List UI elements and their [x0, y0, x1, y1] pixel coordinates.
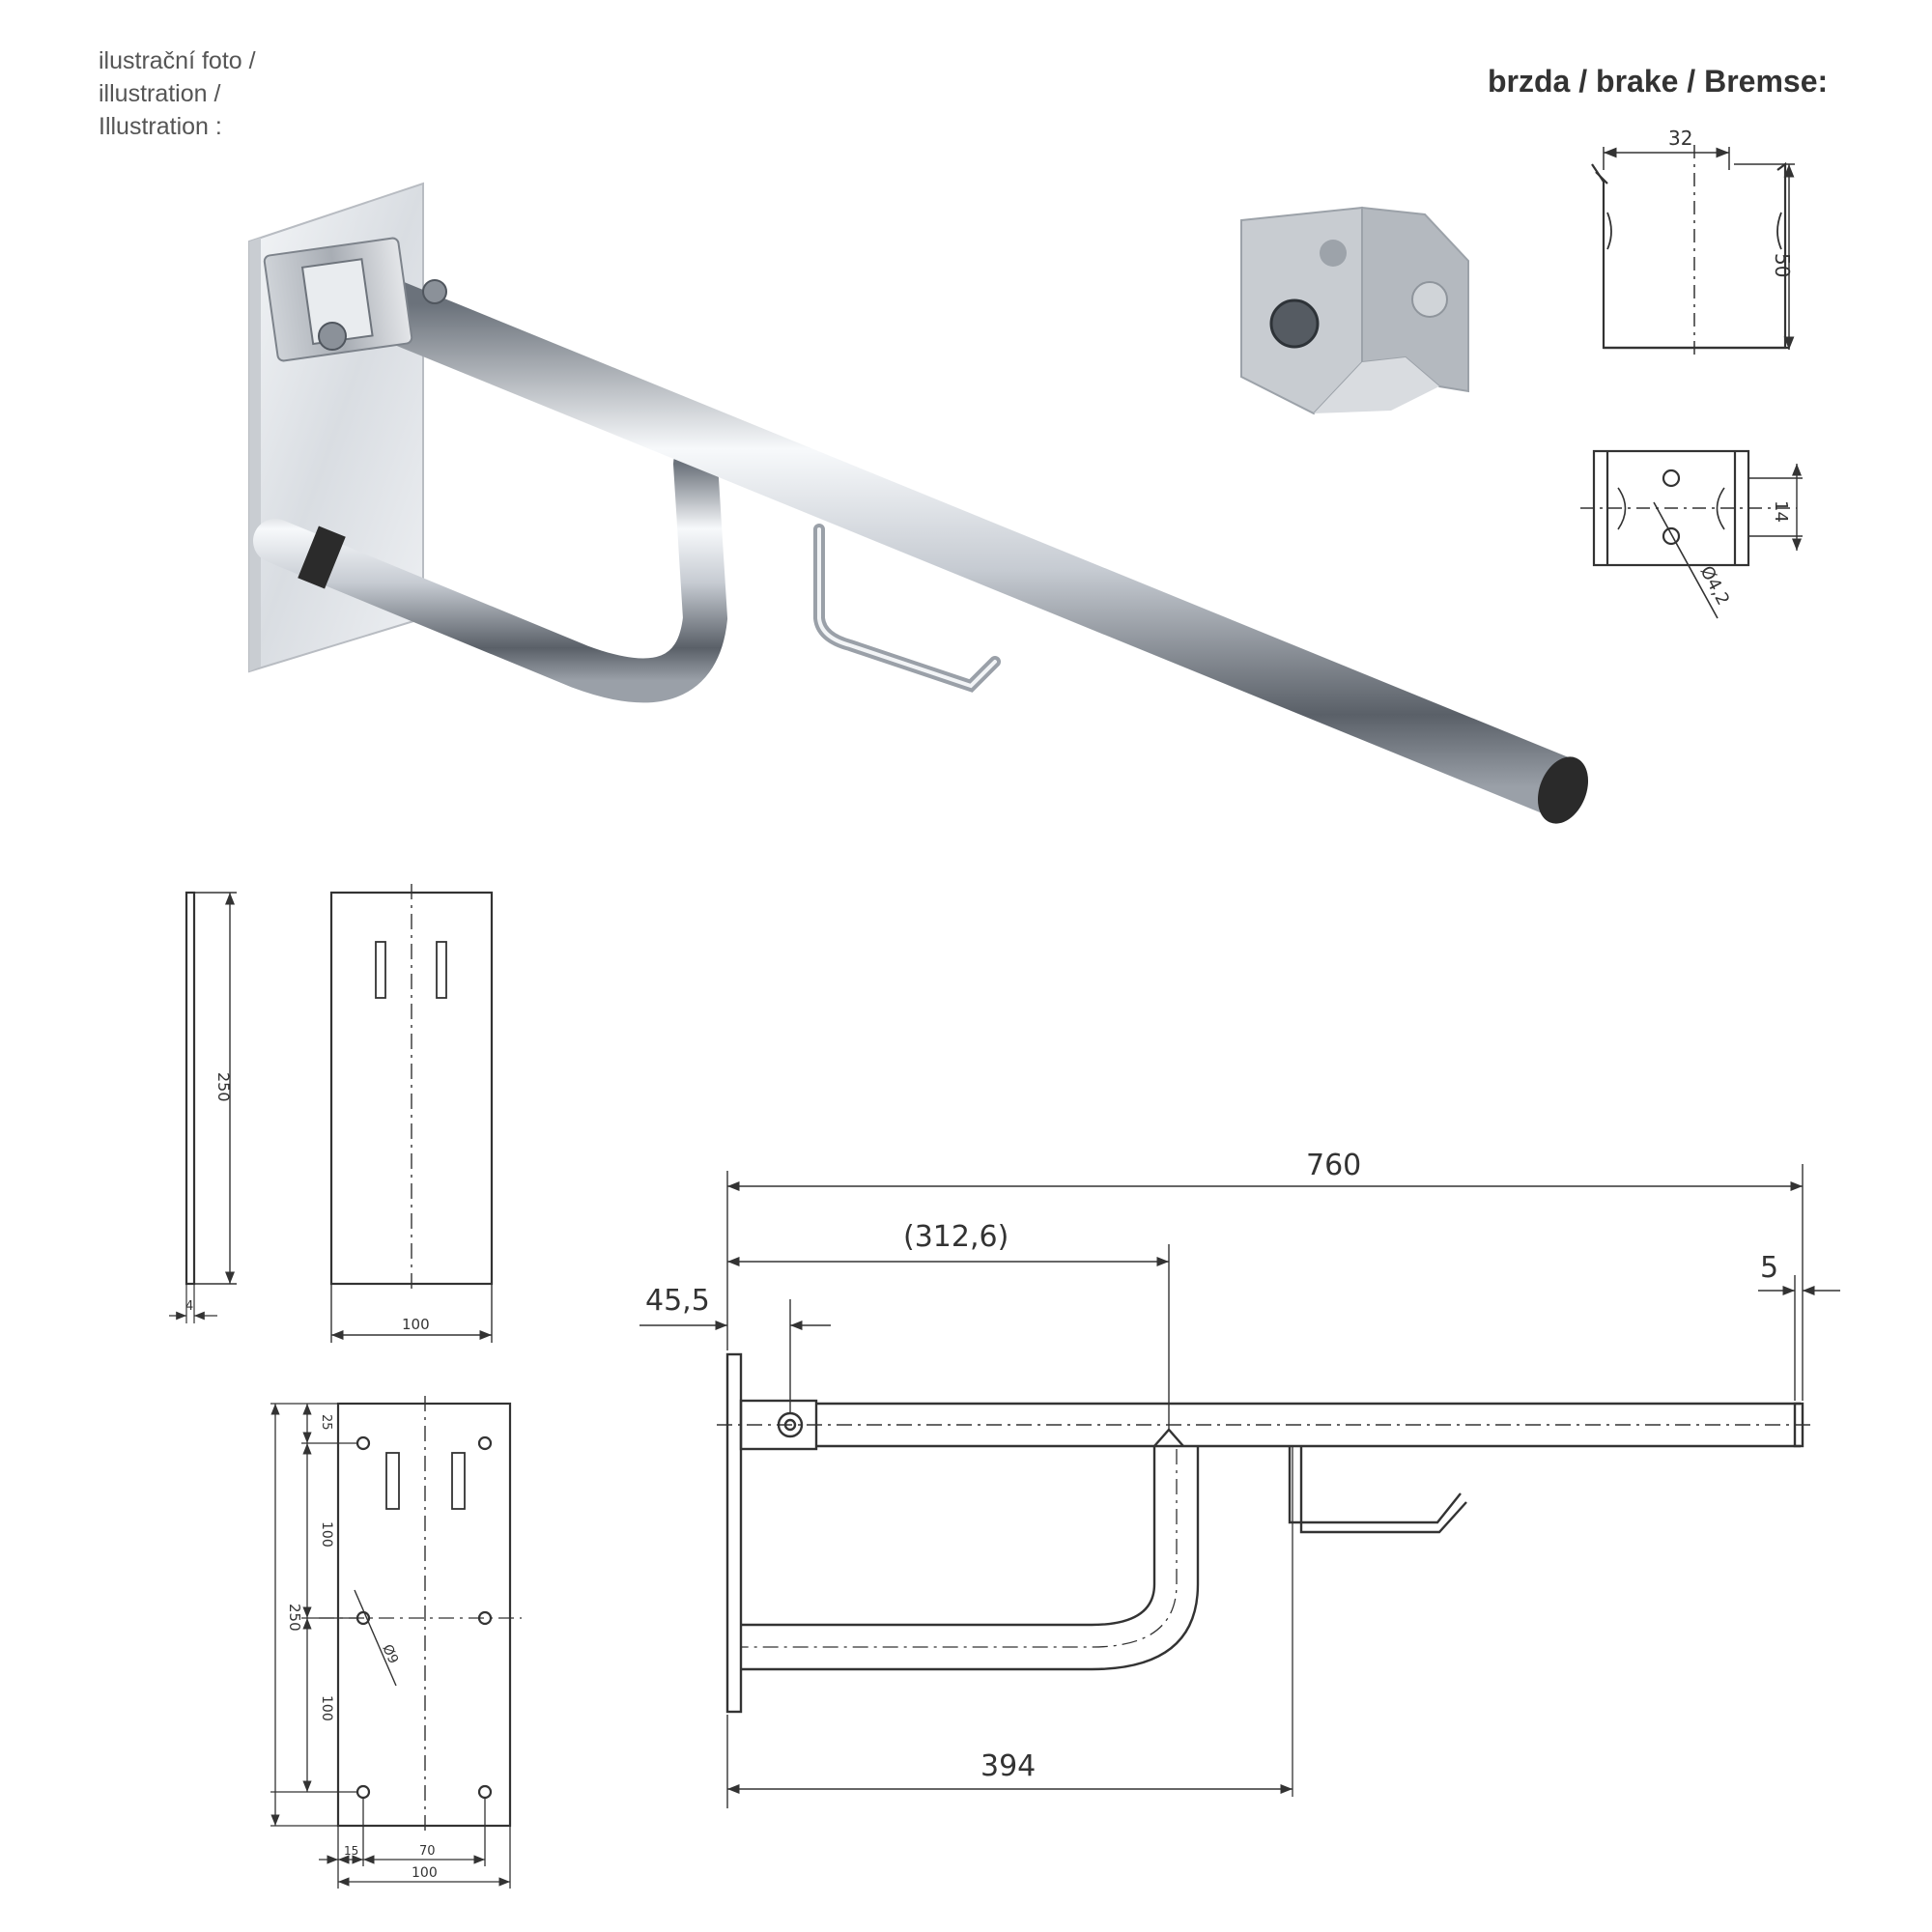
- main-arm: [364, 275, 1573, 816]
- rubber-buffer: [298, 526, 346, 589]
- side-wall-plate: [725, 1352, 743, 1714]
- dim-mount-hole-dia: Ø9: [379, 1642, 401, 1666]
- plate-side-view: [169, 891, 237, 1323]
- mount-hole: [477, 1784, 493, 1800]
- dim-total-length: 760: [1306, 1149, 1361, 1182]
- dim-plate-offset: 45,5: [645, 1284, 710, 1318]
- mount-hole: [477, 1610, 493, 1626]
- dim-mount-width: 100: [412, 1865, 438, 1881]
- dim-mount-left: 15: [344, 1844, 358, 1858]
- mount-hole: [355, 1784, 371, 1800]
- dim-end-cap: 5: [1760, 1251, 1778, 1285]
- brake-title: brzda / brake / Bremse:: [1488, 64, 1829, 99]
- brake-side-view: [1580, 449, 1803, 619]
- dim-brake-hole-dia: Ø4,2: [1696, 562, 1734, 609]
- dim-mount-lower: 100: [319, 1695, 334, 1721]
- caption-line-de: Illustration :: [99, 113, 222, 140]
- dim-brake-width: 32: [1668, 127, 1692, 150]
- dim-pivot-offset: (312,6): [903, 1220, 1009, 1254]
- brake-front-view: [1591, 145, 1795, 357]
- dim-plate-front-width: 100: [402, 1316, 430, 1333]
- caption-line-en: illustration /: [99, 80, 221, 107]
- mount-hole: [477, 1435, 493, 1451]
- brake-photo-hole: [1269, 298, 1320, 349]
- dim-mount-upper: 100: [319, 1521, 334, 1548]
- dim-mount-hole-spacing: 70: [419, 1844, 436, 1859]
- dim-brake-hole-spacing: 14: [1771, 500, 1791, 523]
- illustration-caption: ilustrační foto / illustration / Illustr…: [99, 44, 256, 143]
- dim-mount-top: 25: [319, 1414, 333, 1431]
- product-illustration: [248, 182, 1589, 824]
- end-cap: [1537, 756, 1589, 824]
- lower-support-bar: [253, 441, 728, 703]
- dim-holder-position: 394: [980, 1749, 1036, 1783]
- dim-plate-thickness: 4: [185, 1299, 193, 1314]
- rail-side-view: [639, 1164, 1840, 1808]
- caption-line-cz: ilustrační foto /: [99, 47, 256, 74]
- dim-mount-height: 250: [286, 1604, 303, 1632]
- brake-photo: [1240, 206, 1469, 415]
- mount-hole: [355, 1435, 371, 1451]
- hinge-bracket: [263, 237, 447, 362]
- dim-plate-side-height: 250: [214, 1072, 233, 1102]
- dim-brake-height: 50: [1771, 253, 1794, 277]
- plate-front-view: [329, 884, 494, 1343]
- mounting-plate-view: [270, 1396, 522, 1889]
